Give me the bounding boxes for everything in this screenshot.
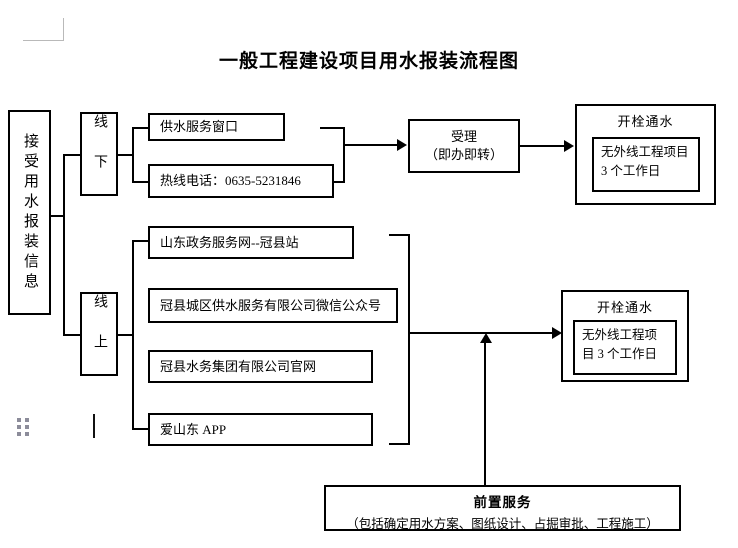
node-accept-line1: 受理 <box>450 129 477 145</box>
node-pre-service-subtitle: （包括确定用水方案、图纸设计、占掘审批、工程施工） <box>346 517 659 531</box>
connector-intake-stem <box>51 215 64 217</box>
node-offline-item-0: 供水服务窗口 <box>148 113 285 141</box>
connector-to-online <box>63 334 81 336</box>
node-open-valve-top-title: 开栓通水 <box>617 114 674 129</box>
connector-online-join-top <box>389 234 410 236</box>
node-online-item-1-label: 冠县城区供水服务有限公司微信公众号 <box>160 297 382 313</box>
node-online-item-2-label: 冠县水务集团有限公司官网 <box>160 358 317 374</box>
node-open-valve-bottom-detail-line1: 无外线工程项 <box>582 328 658 342</box>
node-accept: 受理 （即办即转） <box>408 119 520 173</box>
node-open-valve-top-detail: 无外线工程项目 3 个工作日 <box>592 137 700 192</box>
text-caret <box>93 414 95 438</box>
node-pre-service-title: 前置服务 <box>473 495 532 510</box>
node-online-item-0: 山东政务服务网--冠县站 <box>148 226 354 259</box>
node-offline-channel-label: 线下 <box>92 114 107 194</box>
page-title: 一般工程建设项目用水报装流程图 <box>218 51 519 72</box>
connector-offline-join-1 <box>320 127 345 129</box>
connector-online-merge <box>408 234 410 445</box>
node-open-valve-bottom-title: 开栓通水 <box>596 300 653 315</box>
connector-offline-item-2 <box>132 181 149 183</box>
node-offline-item-0-label: 供水服务窗口 <box>160 119 239 135</box>
connector-offline-merge <box>343 127 345 183</box>
connector-offline-join-2 <box>334 181 345 183</box>
drag-handle-icon[interactable] <box>17 418 30 436</box>
connector-offline-split <box>132 127 134 183</box>
arrow-online-to-valve <box>552 327 562 339</box>
connector-intake-split <box>63 154 65 336</box>
node-offline-channel: 线下 <box>80 112 118 196</box>
node-offline-item-1: 热线电话：0635-5231846 <box>148 164 334 198</box>
node-online-channel: 线上 <box>80 292 118 376</box>
connector-online-item-1 <box>132 240 149 242</box>
connector-online-join-bottom <box>389 443 410 445</box>
connector-to-offline <box>63 154 81 156</box>
node-online-item-3: 爱山东 APP <box>148 413 373 446</box>
arrow-preservice-to-flow <box>480 333 492 343</box>
node-open-valve-top-detail-line2: 3 个工作日 <box>601 163 661 178</box>
connector-to-accept <box>343 144 399 146</box>
node-online-item-2: 冠县水务集团有限公司官网 <box>148 350 373 383</box>
node-offline-item-1-label: 热线电话：0635-5231846 <box>160 173 301 189</box>
node-intake-label: 接受用水报装信息 <box>22 132 38 293</box>
node-online-channel-label: 线上 <box>92 294 107 374</box>
node-accept-line2: （即办即转） <box>424 147 503 162</box>
connector-accept-to-valve <box>520 145 568 147</box>
node-online-item-1: 冠县城区供水服务有限公司微信公众号 <box>148 288 398 323</box>
node-pre-service: 前置服务 （包括确定用水方案、图纸设计、占掘审批、工程施工） <box>324 485 681 531</box>
node-online-item-0-label: 山东政务服务网--冠县站 <box>160 234 299 250</box>
connector-offline-item-1 <box>132 127 149 129</box>
arrow-accept-to-valve <box>564 140 574 152</box>
node-online-item-3-label: 爱山东 APP <box>160 421 227 437</box>
connector-online-stem <box>118 334 134 336</box>
connector-online-item-4 <box>132 428 149 430</box>
connector-online-split <box>132 240 134 430</box>
connector-preservice-to-flow <box>484 342 486 487</box>
arrow-to-accept <box>397 139 407 151</box>
node-open-valve-top-detail-line1: 无外线工程项目 <box>601 145 689 159</box>
node-open-valve-bottom-detail-line2: 目 3 个工作日 <box>582 346 658 361</box>
connector-offline-stem <box>118 154 134 156</box>
node-intake: 接受用水报装信息 <box>8 110 51 315</box>
node-open-valve-bottom-detail: 无外线工程项 目 3 个工作日 <box>573 320 677 375</box>
